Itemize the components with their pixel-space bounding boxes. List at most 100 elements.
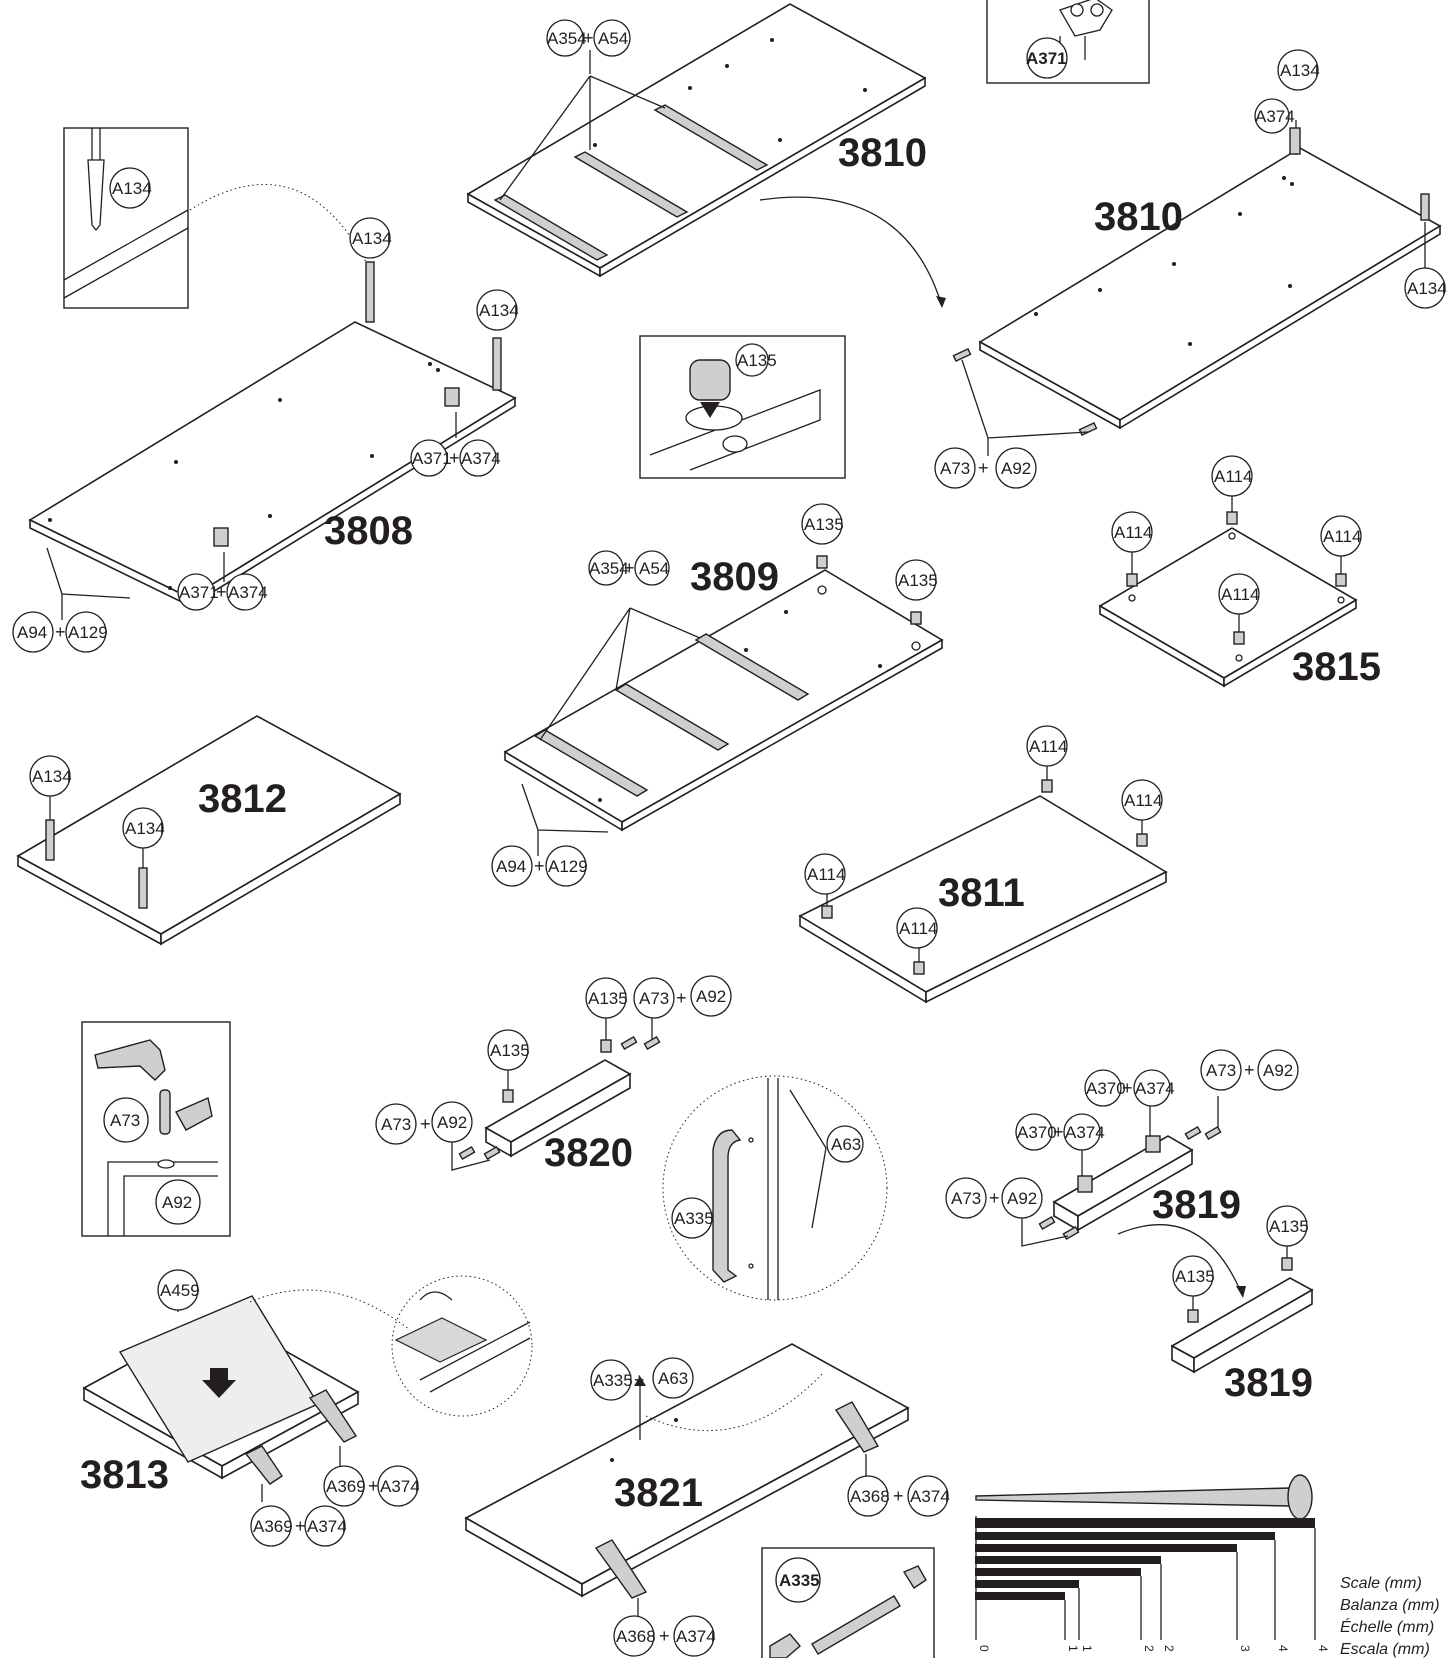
- part-label: A129: [548, 857, 588, 876]
- drawer-rail: [533, 729, 649, 797]
- panel-3810-right: 3810 A134 A374 A134 A73 + A92: [934, 49, 1447, 489]
- panel-number: 3808: [324, 509, 413, 553]
- part-label: A92: [696, 987, 726, 1006]
- scale-ruler: 0 1 1 2 2 3 4 4 Scale (mm) Balanza (mm) …: [975, 1474, 1440, 1658]
- part-label: A92: [1007, 1189, 1037, 1208]
- part-label: A92: [1001, 459, 1031, 478]
- detail-box-a135: A135: [639, 335, 846, 479]
- scale-tick: 1: [1066, 1645, 1080, 1652]
- scale-tick: 4: [1276, 1645, 1290, 1652]
- part-label: A374: [910, 1487, 950, 1506]
- panel-3821: 3821 A335 + A63 A368 + A374 A368 + A374: [464, 1343, 950, 1657]
- panel-number: 3809: [690, 555, 779, 599]
- scale-label: Échelle (mm): [1340, 1617, 1434, 1636]
- scale-tick: 2: [1162, 1645, 1176, 1652]
- part-label: A368: [850, 1487, 890, 1506]
- part-label: A135: [804, 515, 844, 534]
- callout: A134 A134 A371 + A374 A371 + A374 A94 + …: [12, 217, 519, 653]
- panel-number: 3820: [544, 1131, 633, 1175]
- scale-bar: [975, 1592, 1065, 1600]
- part-label: A135: [898, 571, 938, 590]
- callout: A134 A134: [29, 755, 165, 849]
- part-label: A335: [593, 1371, 633, 1390]
- part-label: A73: [940, 459, 970, 478]
- plus-sign: +: [534, 856, 545, 876]
- plus-sign: +: [1244, 1060, 1255, 1080]
- part-label: A369: [326, 1477, 366, 1496]
- plus-sign: +: [659, 1626, 670, 1646]
- hinge: [308, 1389, 358, 1443]
- scale-bar: [975, 1568, 1141, 1576]
- panel-number: 3819: [1224, 1361, 1313, 1405]
- panel-3809: 3809 A354 + A54 A135 A135 A94 + A129: [491, 503, 944, 887]
- part-label: A73: [381, 1115, 411, 1134]
- sticker-peel-detail: [391, 1275, 533, 1417]
- handle-icon: [712, 1129, 742, 1283]
- callout: A135 A135 A73 + A92 A73 + A92: [375, 975, 732, 1145]
- plus-sign: +: [1053, 1122, 1064, 1142]
- part-label: A374: [228, 583, 268, 602]
- detail-box-a134: A134: [63, 127, 189, 309]
- panel-3811: 3811 A114 A114 A114 A114: [798, 725, 1168, 1004]
- part-label: A335: [779, 1571, 820, 1590]
- drawer-rail: [614, 683, 730, 751]
- callout: A459 A369 + A374 A369 + A374: [157, 1269, 420, 1547]
- callout: A114 A114 A114 A114: [804, 725, 1163, 949]
- plus-sign: +: [449, 448, 460, 468]
- part-label: A54: [639, 559, 669, 578]
- scale-label: Scale (mm): [1340, 1575, 1422, 1592]
- detail-box-dowel: A73 A92: [81, 1021, 231, 1237]
- part-label: A374: [380, 1477, 420, 1496]
- part-label: A54: [598, 29, 628, 48]
- part-label: A63: [831, 1135, 861, 1154]
- callout: A335 + A63 A368 + A374 A368 + A374: [590, 1357, 950, 1657]
- plus-sign: +: [1122, 1078, 1133, 1098]
- panel-number: 3815: [1292, 645, 1381, 689]
- part-label: A134: [1407, 279, 1447, 298]
- down-arrow-icon: [202, 1368, 236, 1398]
- part-label: A134: [125, 819, 165, 838]
- plus-sign: +: [368, 1476, 379, 1496]
- panel-3815: 3815 A114 A114 A114 A114: [1098, 455, 1381, 689]
- hinge: [244, 1445, 283, 1485]
- part-label: A370: [1086, 1079, 1126, 1098]
- scale-bar: [975, 1532, 1275, 1540]
- part-label: A73: [1206, 1061, 1236, 1080]
- part-label: A73: [639, 989, 669, 1008]
- part-label: A459: [160, 1281, 200, 1300]
- panel-3819-b: 3819 A135 A135: [1170, 1205, 1314, 1405]
- part-label: A92: [162, 1193, 192, 1212]
- part-label: A371: [412, 449, 452, 468]
- scale-bar: [975, 1518, 1315, 1528]
- scale-bar: [975, 1580, 1079, 1588]
- part-label: A63: [658, 1369, 688, 1388]
- part-label: A371: [179, 583, 219, 602]
- part-label: A354: [547, 29, 587, 48]
- panel-number: 3821: [614, 1471, 703, 1515]
- hammer-icon: [94, 1039, 166, 1081]
- scale-bar: [975, 1556, 1161, 1564]
- scale-bar: [975, 1544, 1237, 1552]
- detail-box-a371: A371: [986, 0, 1150, 84]
- panel-number: 3810: [838, 131, 927, 175]
- panel-3813: 3813 A459 A369 + A374 A369 + A374: [80, 1269, 420, 1547]
- part-label: A354: [589, 559, 629, 578]
- drawer-rail: [694, 633, 810, 701]
- part-label: A134: [112, 179, 152, 198]
- scale-label: Escala (mm): [1340, 1641, 1430, 1658]
- part-label: A335: [674, 1209, 714, 1228]
- panel-3820: 3820 A135 A135 A73 + A92 A73 + A92: [375, 975, 732, 1175]
- handle-end: [902, 1565, 927, 1589]
- part-label: A73: [951, 1189, 981, 1208]
- part-label: A135: [737, 351, 777, 370]
- plus-sign: +: [624, 558, 635, 578]
- part-label: A134: [479, 301, 519, 320]
- part-label: A114: [1221, 585, 1259, 604]
- hinge: [834, 1401, 880, 1453]
- handle-bar: [811, 1595, 901, 1655]
- panel-number: 3813: [80, 1453, 169, 1497]
- part-label: A114: [1214, 467, 1252, 486]
- plus-sign: +: [978, 458, 989, 478]
- handle-detail: A63 A335: [662, 1075, 888, 1301]
